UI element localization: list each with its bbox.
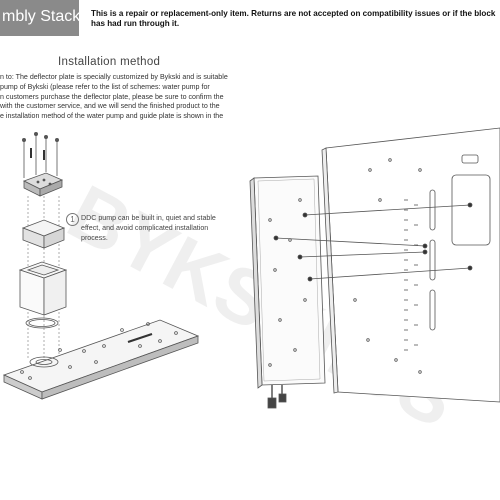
installation-description: n to: The deflector plate is specially c… <box>0 73 262 122</box>
description-line: with the customer service, and we will s… <box>0 102 220 111</box>
panel-cutout <box>451 174 491 246</box>
o-ring <box>25 317 59 329</box>
note-text: DDC pump can be built in, quiet and stab… <box>81 214 246 243</box>
distribution-plate <box>253 175 326 386</box>
return-policy-notice: This is a repair or replacement-only ite… <box>91 9 496 28</box>
section-title: Installation method <box>58 56 161 68</box>
note-line: effect, and avoid complicated installati… <box>81 223 209 232</box>
header-bar: mbly Stack <box>0 0 81 36</box>
description-line: pump of Bykski (please refer to the list… <box>0 82 210 91</box>
case-panel <box>325 127 500 403</box>
description-line: n customers purchase the deflector plate… <box>0 92 224 101</box>
note-line: DDC pump can be built in, quiet and stab… <box>81 214 216 222</box>
mounting-line <box>304 204 471 216</box>
plate-installation-diagram <box>249 127 500 409</box>
note-line: process. <box>81 233 108 242</box>
mounting-line <box>275 237 426 247</box>
description-line: n to: The deflector plate is specially c… <box>0 73 228 81</box>
page-title: mbly Stack <box>2 8 81 25</box>
pump-stack-diagram <box>2 131 200 400</box>
note-number-badge: 1 <box>66 213 79 226</box>
deflector-plate <box>2 319 200 393</box>
description-line: e installation method of the water pump … <box>0 112 224 121</box>
mounting-line <box>309 267 471 280</box>
mounting-line <box>299 251 426 258</box>
